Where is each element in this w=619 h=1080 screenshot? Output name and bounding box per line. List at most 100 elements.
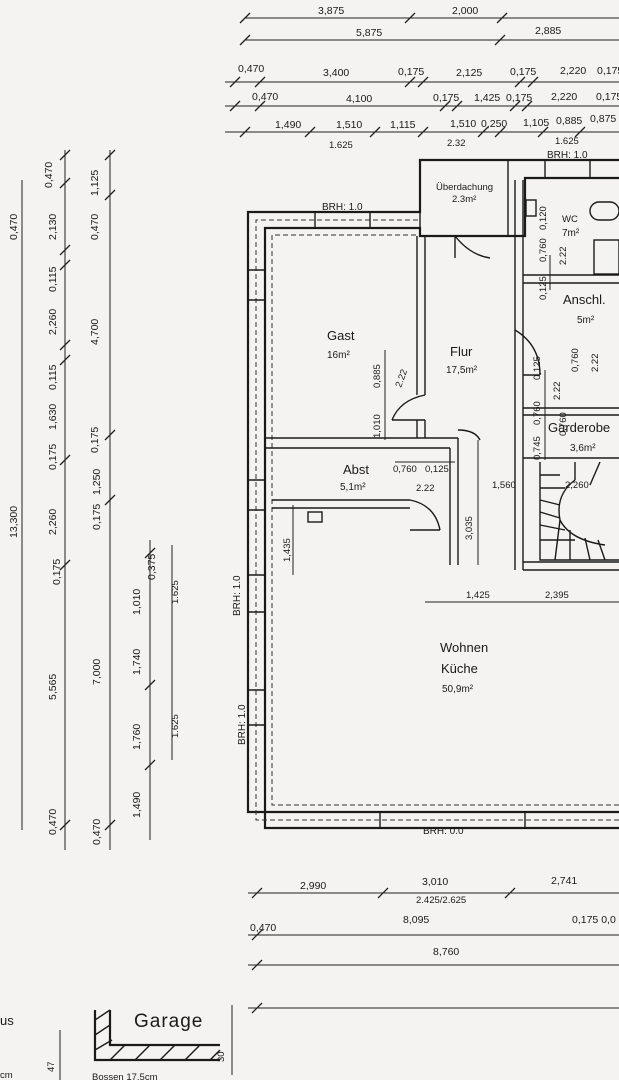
bottom-dim: 8,095 <box>403 914 429 926</box>
left-dim: 0,470 <box>8 214 20 240</box>
garage-dim: 47 <box>46 1061 57 1072</box>
inner-dim: 1,425 <box>466 590 490 601</box>
brh-label: BRH: 1.0 <box>237 704 248 745</box>
room-area-ueberdachung: 2.3m² <box>452 194 476 205</box>
room-area-abst: 5,1m² <box>340 482 366 493</box>
garage-label: Garage <box>134 1011 203 1032</box>
top-dim: 1.625 <box>329 140 353 151</box>
left-dim: 0,375 <box>146 554 158 580</box>
inner-dim: 0,120 <box>538 206 549 230</box>
top-dim: 1,105 <box>523 117 549 129</box>
inner-dim: 2,395 <box>545 590 569 601</box>
inner-dim: 0,760 <box>538 238 549 262</box>
top-dim: 0,470 <box>252 91 278 103</box>
top-dim: 0,175 <box>506 92 532 104</box>
top-dim: 1,115 <box>390 119 416 131</box>
inner-dim: 0,125 <box>538 276 549 300</box>
top-dim: 5,875 <box>356 27 382 39</box>
top-dim: 0,470 <box>238 63 264 75</box>
left-dim: 1,740 <box>131 649 143 675</box>
top-dim: 0,175 <box>596 91 619 103</box>
room-area-wohnen: 50,9m² <box>442 684 474 695</box>
left-dim: 0,470 <box>47 809 59 835</box>
left-dim: 1,125 <box>89 170 101 196</box>
left-dimension-chains: 13,300 0,470 0,470 2,130 0,115 2,260 0,1… <box>8 149 248 850</box>
left-dim: 2,130 <box>47 214 59 240</box>
top-dim: 0,175 <box>510 66 536 78</box>
inner-dimensions: 0,885 2.22 1,010 0,760 0,125 2.22 1,560 … <box>282 206 619 603</box>
bottom-dimension-chains: 2,990 3,010 2,741 2.425/2.625 0,470 8,09… <box>248 875 619 1014</box>
top-dim: 2,885 <box>535 25 561 37</box>
top-dim: 1,490 <box>275 119 301 131</box>
inner-dim: 0,885 <box>372 364 383 388</box>
left-dim: 4,700 <box>89 319 101 345</box>
garage-dim: 30 <box>216 1051 227 1062</box>
top-dim: 2.32 <box>447 138 466 149</box>
left-dim: 1,490 <box>131 792 143 818</box>
top-dim: 0,875 <box>590 113 616 125</box>
inner-dim: 2.22 <box>590 354 601 373</box>
room-name-kueche: Küche <box>441 661 478 676</box>
left-dim: 1,010 <box>131 589 143 615</box>
top-dim: 2,220 <box>560 65 586 77</box>
inner-dim: 0,760 <box>558 412 569 436</box>
bottom-dim: 0,470 <box>250 922 276 934</box>
left-fragment: us <box>0 1013 14 1028</box>
left-dim: 0,175 <box>47 444 59 470</box>
staircase <box>539 461 619 561</box>
room-name-wohnen: Wohnen <box>440 640 488 655</box>
top-dim: 0,885 <box>556 115 582 127</box>
inner-dim: 2.22 <box>416 483 435 494</box>
left-dim: 1,760 <box>131 724 143 750</box>
room-name-wc: WC <box>562 214 578 225</box>
bottom-dim: 8,760 <box>433 946 459 958</box>
inner-dim: 0,745 <box>532 436 543 460</box>
left-dim: 0,175 <box>89 427 101 453</box>
left-dim: 0,470 <box>43 162 55 188</box>
inner-dim: 2.22 <box>393 368 410 389</box>
brh-label: BRH: 0.0 <box>423 826 464 837</box>
top-dim: 0,175 <box>433 92 459 104</box>
bottom-dim: 0,175 0,0 <box>572 914 616 926</box>
top-dim: 1,425 <box>474 92 500 104</box>
brh-label: BRH: 1.0 <box>322 202 363 213</box>
top-dim: 0,175 <box>597 65 619 77</box>
left-dim: 1.625 <box>170 714 181 738</box>
inner-dim: 0,760 <box>570 348 581 372</box>
walls <box>246 158 619 830</box>
room-name-anschl: Anschl. <box>563 292 606 307</box>
room-name-ueberdachung: Überdachung <box>436 182 493 193</box>
left-dim: 0,115 <box>47 364 59 390</box>
room-name-garderobe: Garderobe <box>548 420 610 435</box>
top-dim: 1,510 <box>336 119 362 131</box>
left-dim: 0,115 <box>47 266 59 292</box>
left-dim: 1,630 <box>47 404 59 430</box>
room-area-garderobe: 3,6m² <box>570 443 596 454</box>
room-name-flur: Flur <box>450 344 473 359</box>
room-area-gast: 16m² <box>327 350 350 361</box>
left-dim: 0,470 <box>89 214 101 240</box>
bottom-dim: 2,741 <box>551 875 577 887</box>
left-dim: 0,175 <box>91 504 103 530</box>
top-dim: 1,510 <box>450 118 476 130</box>
inner-dim: 0,125 <box>425 464 449 475</box>
bottom-dim: 3,010 <box>422 876 448 888</box>
inner-dim: 2.22 <box>558 247 569 266</box>
top-dim: 0,175 <box>398 66 424 78</box>
inner-dim: 1,435 <box>282 538 293 562</box>
left-dim: 1.625 <box>170 580 181 604</box>
top-dim: 2,000 <box>452 5 478 17</box>
bottom-dim: 2.425/2.625 <box>416 895 466 906</box>
top-dimension-chains: 3,875 2,000 5,875 2,885 0,470 3,400 0,17… <box>225 5 619 161</box>
left-dim: 13,300 <box>8 506 20 538</box>
top-dim: 0,250 <box>481 118 507 130</box>
inner-dim: 3,035 <box>464 516 475 540</box>
left-dim: 7,000 <box>91 659 103 685</box>
brh-label: BRH: 1.0 <box>547 150 588 161</box>
inner-dim: 1,010 <box>372 414 383 438</box>
left-fragment: cm <box>0 1070 13 1080</box>
bottom-dim: 2,990 <box>300 880 326 892</box>
garage-section: Garage Bossen 17,5cm 30 47 us cm <box>0 1005 233 1080</box>
top-dim: 3,400 <box>323 67 349 79</box>
